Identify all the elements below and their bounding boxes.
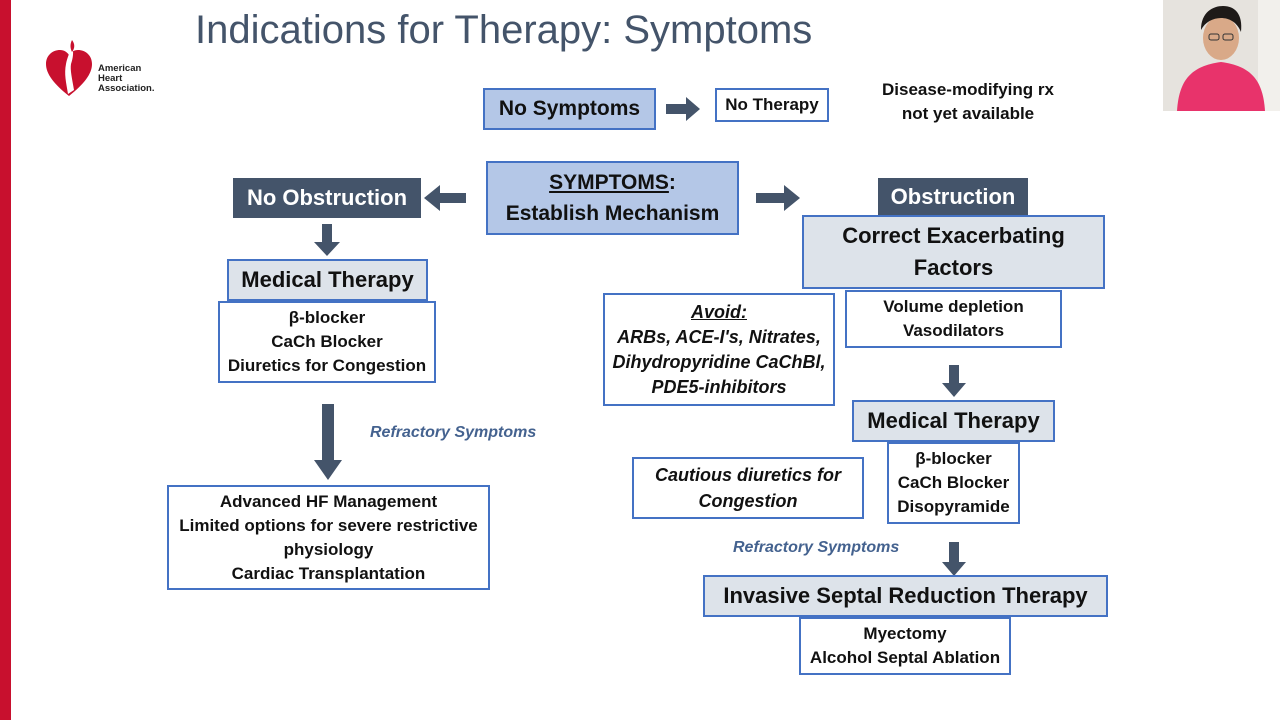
aha-logo: American Heart Association. — [44, 38, 164, 100]
arrow-right-icon — [756, 185, 800, 211]
logo-text: American Heart Association. — [98, 63, 155, 94]
arrow-left-icon — [424, 185, 466, 211]
no-therapy-box: No Therapy — [715, 88, 829, 122]
no-obstruction-box: No Obstruction — [233, 178, 421, 218]
presenter-avatar-icon — [1163, 0, 1280, 111]
slide-title: Indications for Therapy: Symptoms — [195, 8, 813, 52]
left-refractory-label: Refractory Symptoms — [370, 424, 537, 441]
heart-torch-icon — [46, 40, 92, 96]
presenter-video — [1163, 0, 1280, 111]
procedures-box: Myectomy Alcohol Septal Ablation — [799, 617, 1011, 675]
arrow-down-icon — [314, 224, 340, 256]
cautious-diuretics-box: Cautious diuretics for Congestion — [632, 457, 864, 519]
correct-factors-box: Correct Exacerbating Factors — [802, 215, 1105, 289]
accent-bar — [0, 0, 11, 720]
right-drugs-box: β-blocker CaCh Blocker Disopyramide — [887, 442, 1020, 524]
advanced-hf-box: Advanced HF Management Limited options f… — [167, 485, 490, 590]
left-drugs-box: β-blocker CaCh Blocker Diuretics for Con… — [218, 301, 436, 383]
no-symptoms-box: No Symptoms — [483, 88, 656, 130]
right-refractory-label: Refractory Symptoms — [733, 539, 900, 556]
invasive-septal-box: Invasive Septal Reduction Therapy — [703, 575, 1108, 617]
obstruction-box: Obstruction — [878, 178, 1028, 216]
symptoms-box: SYMPTOMS: Establish Mechanism — [486, 161, 739, 235]
arrow-down-icon — [942, 542, 966, 576]
disease-modifying-note: Disease-modifying rx not yet available — [882, 80, 1054, 123]
arrow-down-icon — [942, 365, 966, 397]
left-medical-therapy-box: Medical Therapy — [227, 259, 428, 301]
avoid-box: Avoid: ARBs, ACE-I's, Nitrates, Dihydrop… — [603, 293, 835, 406]
volume-vasodilators-box: Volume depletion Vasodilators — [845, 290, 1062, 348]
right-medical-therapy-box: Medical Therapy — [852, 400, 1055, 442]
arrow-right-icon — [666, 97, 700, 121]
arrow-down-icon — [314, 404, 342, 480]
